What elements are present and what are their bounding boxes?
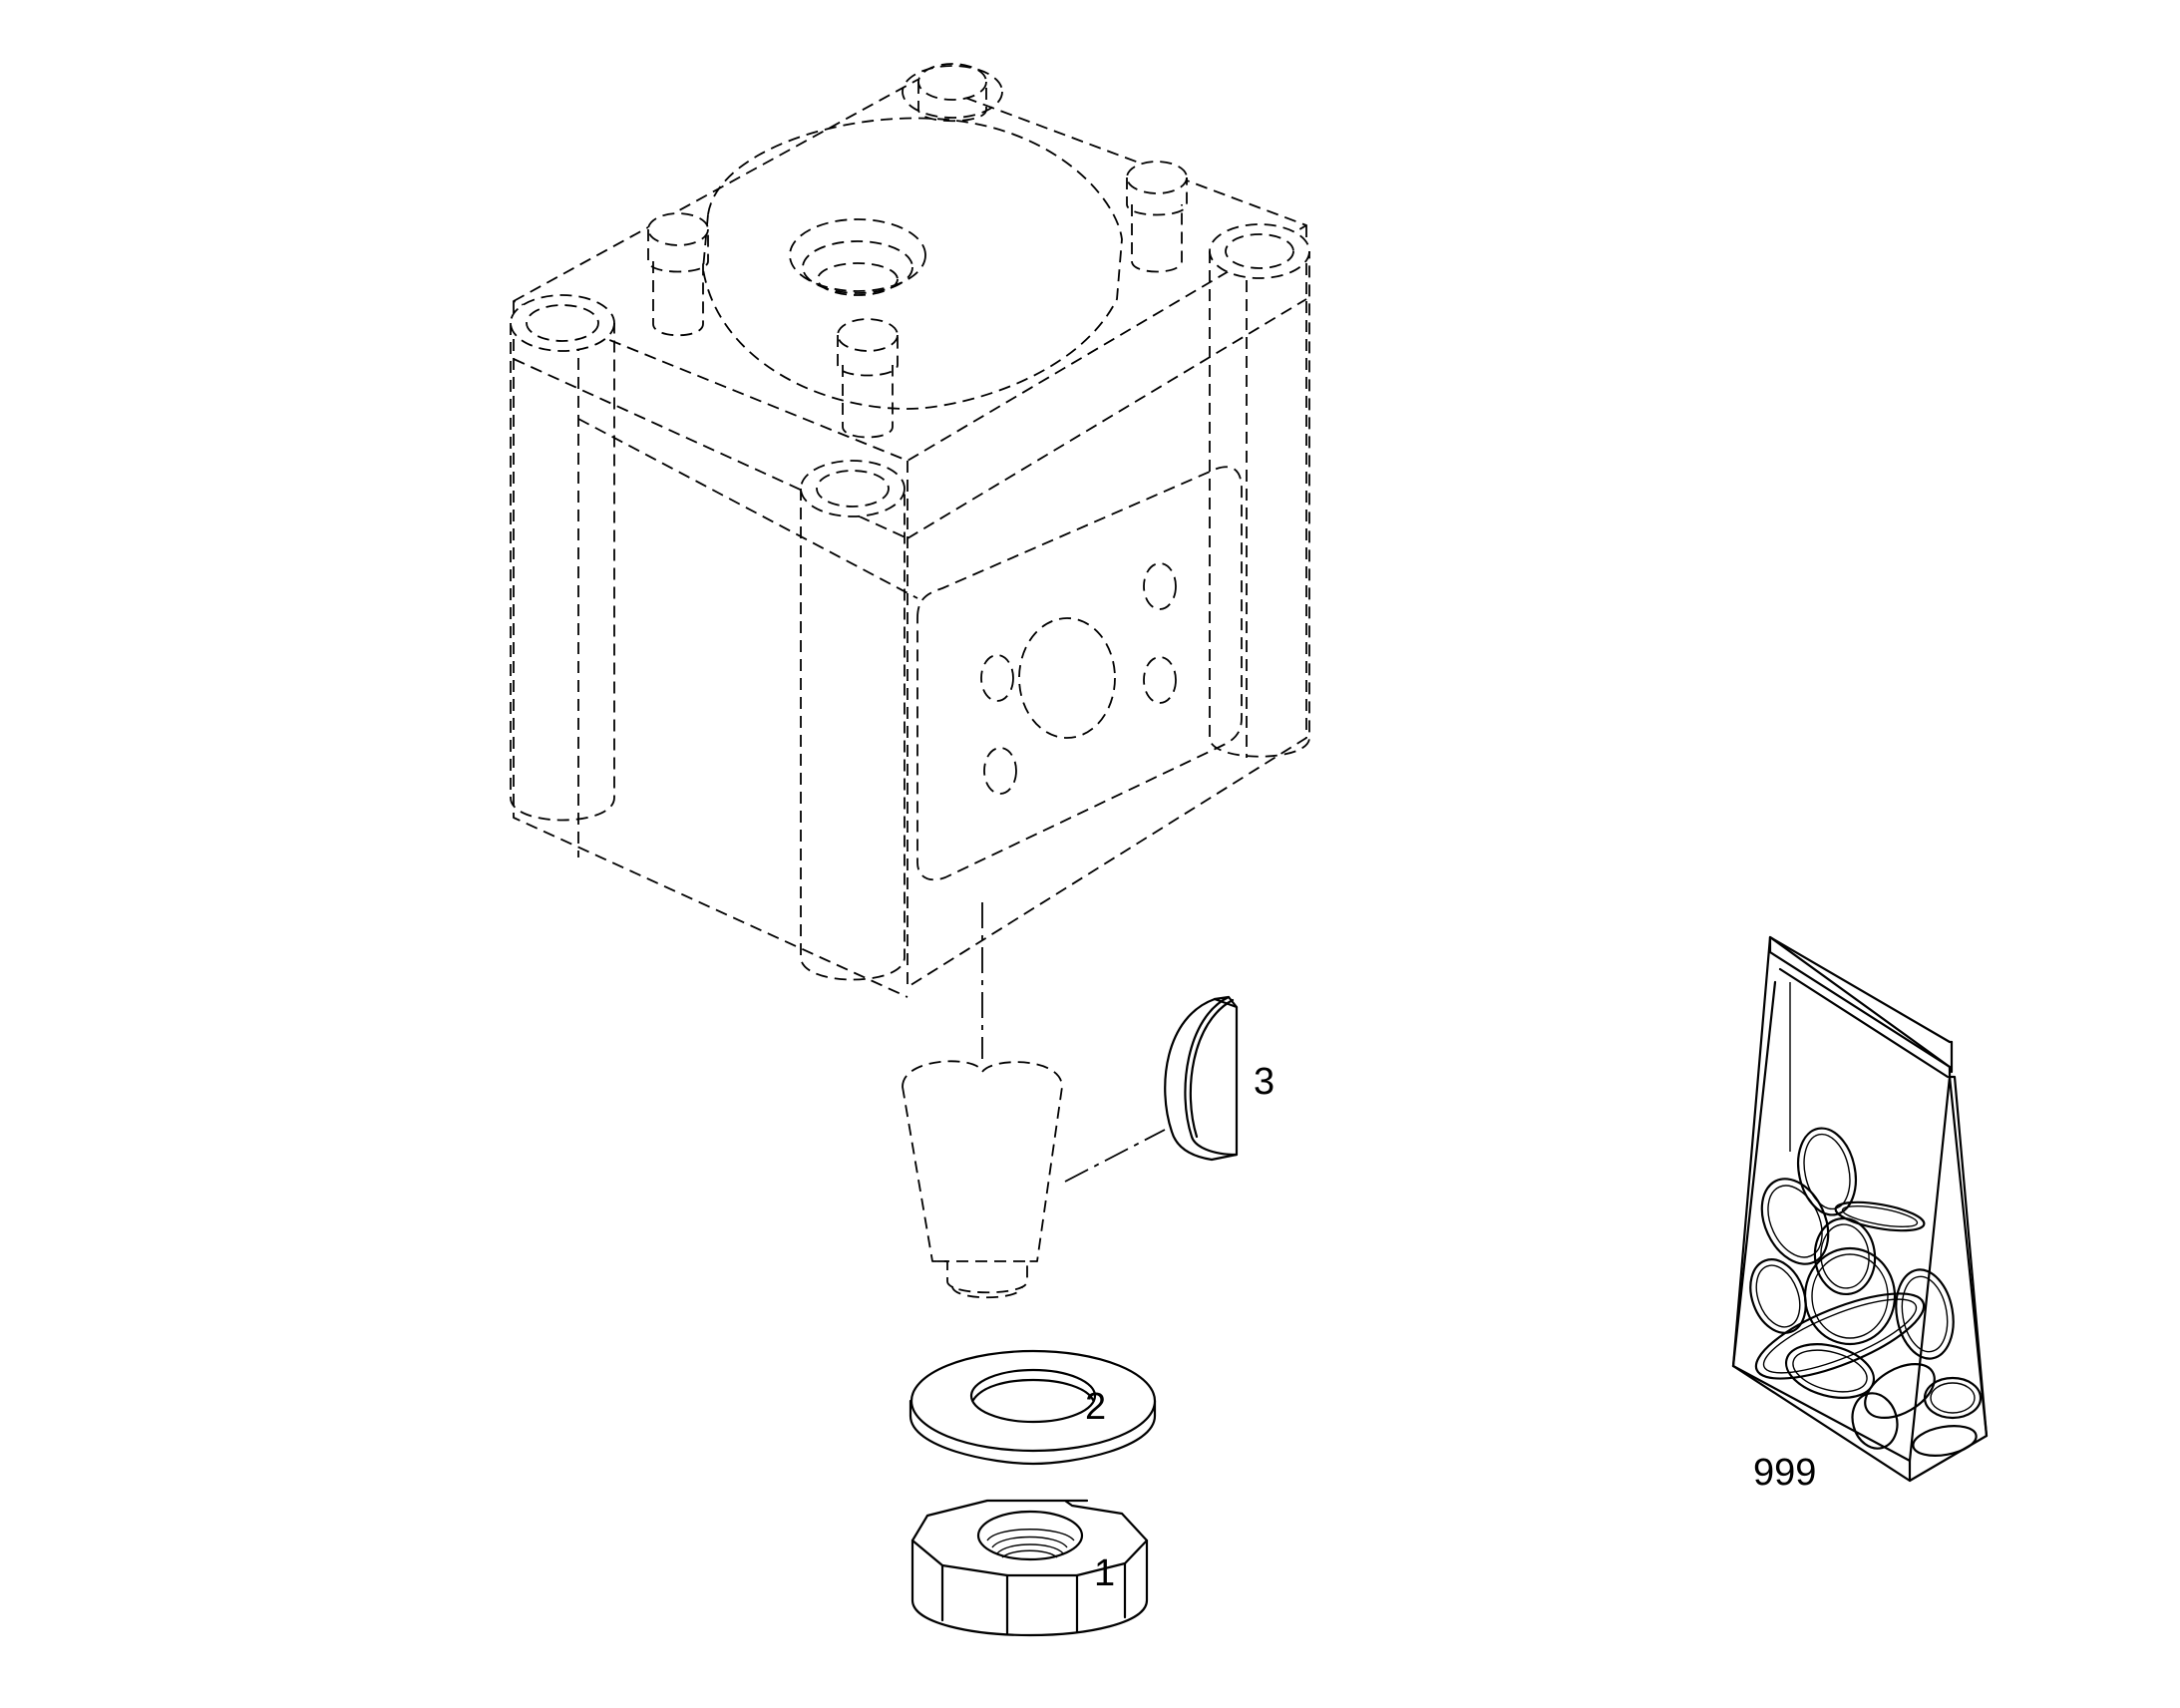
key-centerline <box>1064 1129 1166 1183</box>
pump-housing-phantom <box>510 63 1310 998</box>
seal-kit-bag <box>1731 935 1989 1483</box>
washer <box>908 1349 1157 1466</box>
callout-part-999: 999 <box>1753 1452 1816 1494</box>
callout-part-1: 1 <box>1094 1552 1115 1594</box>
callout-part-2: 2 <box>1085 1386 1106 1428</box>
callout-part-3: 3 <box>1254 1061 1274 1103</box>
drive-shaft-phantom <box>902 1060 1063 1299</box>
hex-nut <box>910 1499 1149 1637</box>
woodruff-key <box>1164 995 1239 1162</box>
